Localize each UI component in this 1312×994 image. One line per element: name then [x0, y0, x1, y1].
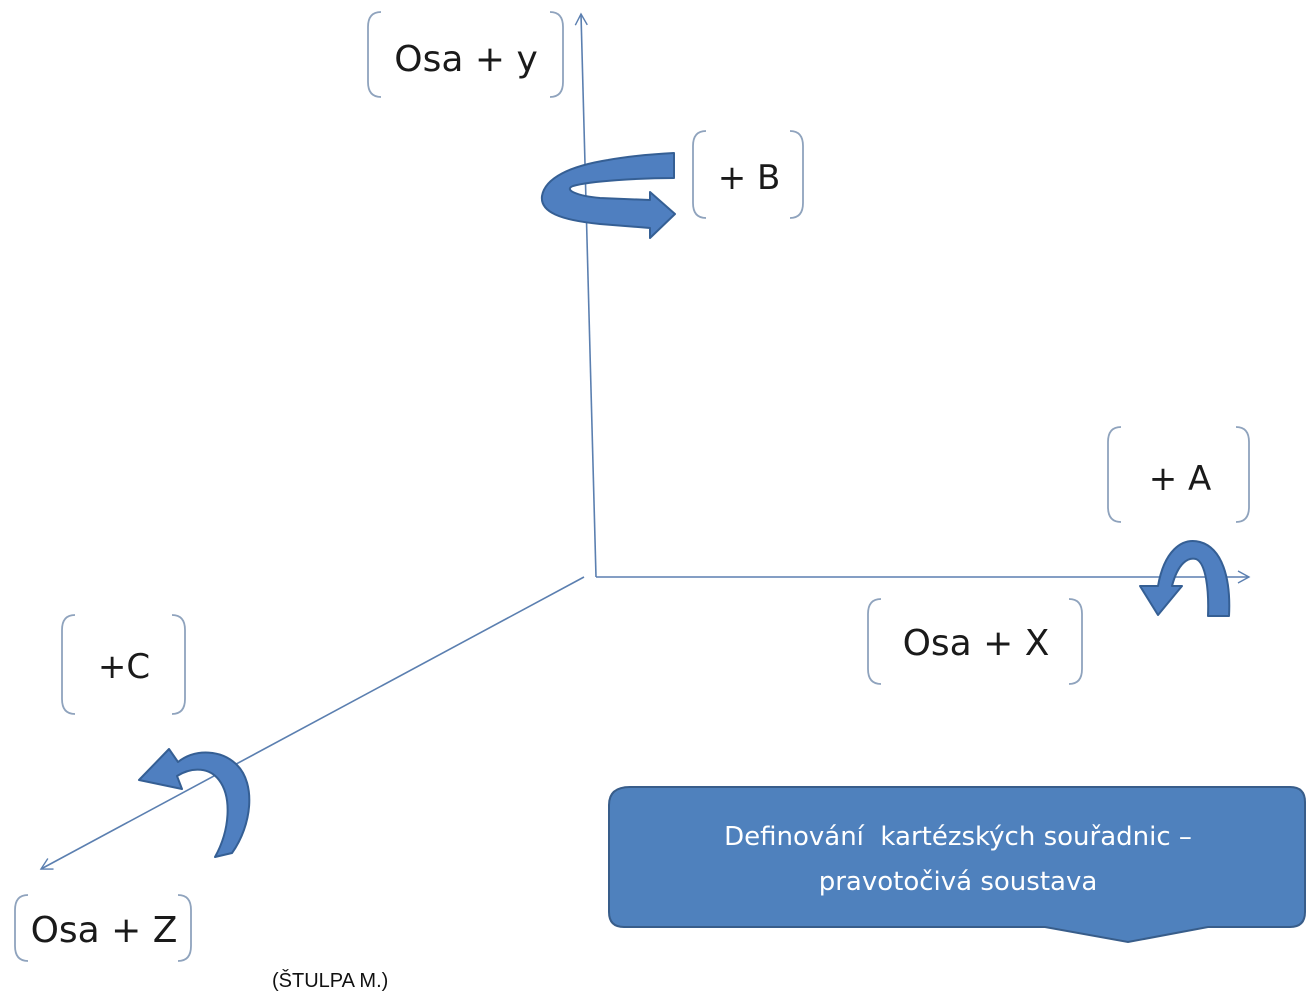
- y-axis-label: Osa + y: [394, 39, 538, 80]
- callout-box: [608, 786, 1306, 944]
- rotation-a-arrow-icon: [1139, 540, 1231, 617]
- callout-line-1: Definování kartézských souřadnic –: [724, 822, 1192, 852]
- author-credit: (ŠTULPA M.): [272, 969, 388, 992]
- b-rotation-label: + B: [718, 158, 781, 198]
- bracket-plus-c: [61, 614, 186, 715]
- a-rotation-label: + A: [1149, 459, 1212, 499]
- callout-line-2: pravotočivá soustava: [819, 867, 1098, 897]
- rotation-b-arrow-icon: [540, 152, 676, 239]
- bracket-osa-x: [867, 598, 1083, 685]
- rotation-c-arrow-icon: [138, 748, 251, 858]
- z-axis-line: [39, 576, 585, 870]
- bracket-plus-b: [692, 130, 804, 219]
- bracket-osa-z: [14, 894, 192, 962]
- z-axis-label: Osa + Z: [31, 910, 178, 951]
- x-axis-label: Osa + X: [903, 623, 1050, 664]
- c-rotation-label: +C: [98, 647, 150, 687]
- y-axis-line: [574, 12, 597, 578]
- bracket-osa-y: [367, 11, 564, 98]
- bracket-plus-a: [1107, 426, 1250, 523]
